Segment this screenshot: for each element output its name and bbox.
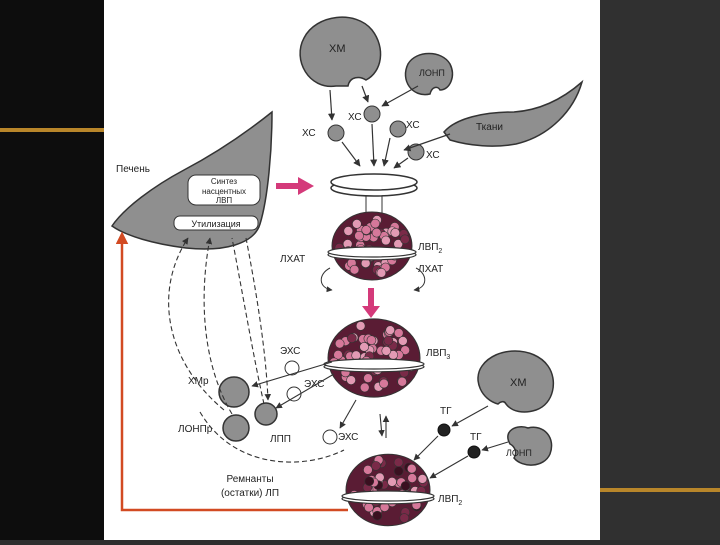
left-accent-bar (0, 128, 104, 132)
label-ehs-2: ЭХС (304, 379, 324, 390)
label-hdl2-top: ЛВП2 (418, 242, 442, 255)
cholesterol-particle (327, 124, 345, 142)
red-return-line (115, 231, 348, 512)
label-xm-top: ХМ (329, 43, 346, 55)
label-lonp-bottom: ЛОНП (506, 448, 532, 458)
cholesterol-particle (389, 120, 407, 138)
triglyceride-particle (467, 445, 481, 459)
hdl2-bottom-particle (341, 453, 435, 527)
right-accent-bar (600, 488, 720, 492)
cholesterol-particle (407, 143, 425, 161)
idl-particle (254, 402, 278, 426)
label-hdl3: ЛВП3 (426, 348, 450, 361)
left-dark-margin (0, 0, 104, 540)
ester-cholesterol-particle (284, 360, 300, 376)
label-xmr: ХМр (188, 376, 209, 387)
ester-cholesterol-particle (322, 429, 338, 445)
label-lonp-top: ЛОНП (419, 68, 445, 78)
chylomicron-bottom (477, 350, 555, 413)
nascent-hdl-disc (330, 173, 418, 197)
label-lonpr: ЛОНПр (178, 424, 213, 435)
label-xc-4: ХС (426, 150, 440, 161)
label-ehs-1: ЭХС (280, 346, 300, 357)
cholesterol-particle (363, 105, 381, 123)
pink-arrow-maturation (362, 288, 380, 318)
label-xm-bottom: ХМ (510, 377, 527, 389)
lipoprotein-metabolism-diagram: ХМ ЛОНП Ткани ХС ХС ХС ХС Печень Синтез … (110, 16, 584, 527)
label-tg-2: ТГ (470, 432, 482, 443)
right-dark-margin (600, 0, 720, 540)
nascent-hdl-synthesis-box (187, 174, 261, 206)
label-xc-2: ХС (348, 112, 362, 123)
vldl-remnant (222, 414, 250, 442)
label-synthesis-line1: Синтез (211, 177, 238, 186)
ester-cholesterol-particle (286, 386, 302, 402)
label-tissues: Ткани (476, 122, 503, 133)
label-lhat-left: ЛХАТ (280, 254, 305, 265)
label-liver: Печень (116, 164, 150, 175)
label-xc-3: ХС (406, 120, 420, 131)
label-lhat-right: ЛХАТ (418, 264, 443, 275)
label-utilization: Утилизация (191, 219, 240, 229)
label-synthesis-line2: насцентных (202, 187, 246, 196)
label-remnants-line1: Ремнанты (226, 474, 273, 485)
triglyceride-particle (437, 423, 451, 437)
label-remnants-line2: (остатки) ЛП (221, 488, 279, 499)
label-ehs-3: ЭХС (338, 432, 358, 443)
label-tg-1: ТГ (440, 406, 452, 417)
vldl-bottom (507, 426, 553, 466)
diagram-panel: ХМ ЛОНП Ткани ХС ХС ХС ХС Печень Синтез … (104, 0, 600, 540)
utilization-box (173, 215, 259, 231)
hdl3-particle (323, 318, 425, 398)
chylomicron-remnant (218, 376, 250, 408)
vldl-top (404, 52, 454, 96)
label-xc-1: ХС (302, 128, 316, 139)
label-hdl2-bottom: ЛВП2 (438, 494, 462, 507)
tissues-shape (443, 79, 584, 147)
label-synthesis-line3: ЛВП (216, 196, 233, 205)
hdl2-top-particle (327, 211, 417, 281)
label-lpp: ЛПП (270, 434, 291, 445)
chylomicron-top (299, 16, 382, 87)
pink-arrow-synthesis (276, 177, 314, 195)
